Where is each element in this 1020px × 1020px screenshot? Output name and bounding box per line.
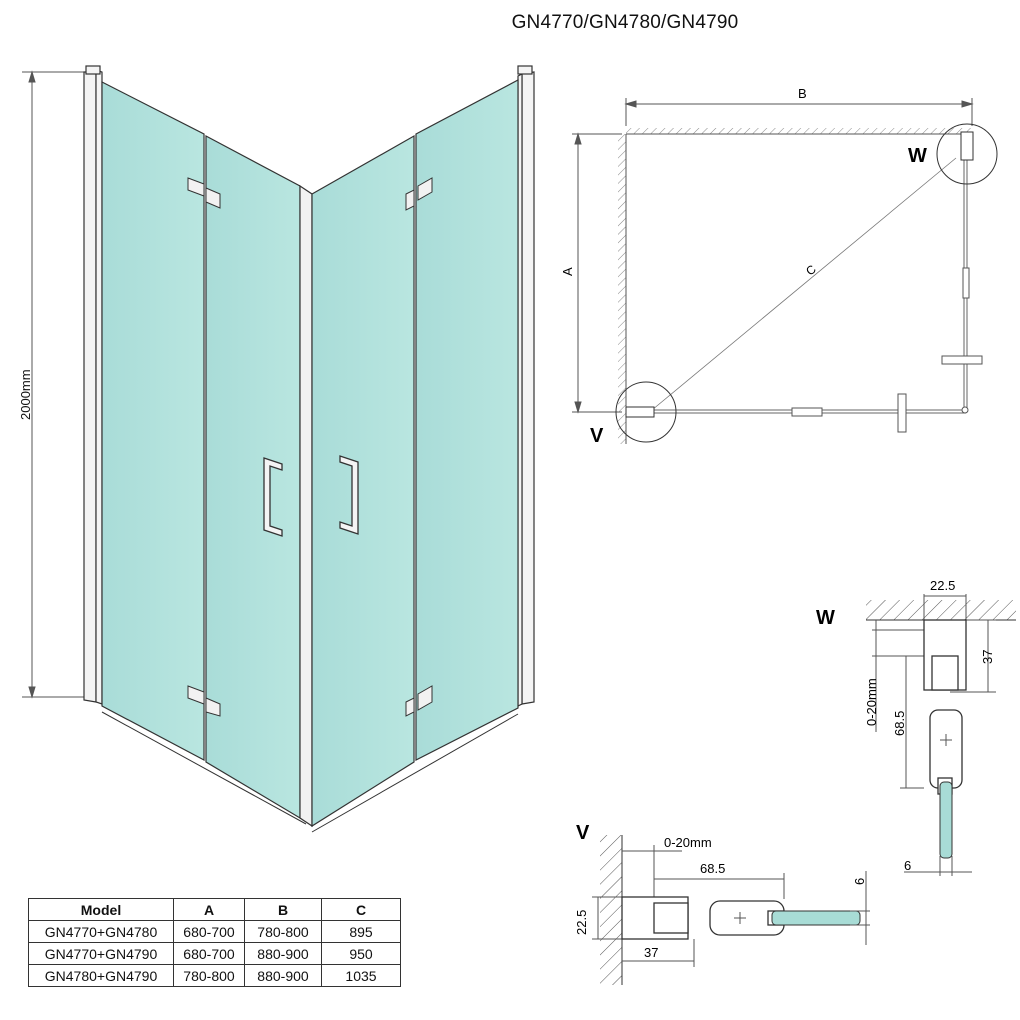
side-wall bbox=[618, 134, 626, 444]
right-door-handle-icon bbox=[339, 455, 359, 535]
detail-w-profile-icon bbox=[960, 131, 974, 161]
elevation-view: 2000mm bbox=[18, 65, 535, 833]
w-depth-dimension bbox=[900, 655, 924, 789]
v-offset-label: 37 bbox=[644, 945, 658, 960]
table-row: GN4780+GN4790 780-800 880-900 1035 bbox=[28, 964, 401, 987]
w-offset-label: 37 bbox=[980, 650, 995, 664]
height-label: 2000mm bbox=[18, 369, 33, 420]
w-glass-dimension bbox=[904, 856, 972, 876]
hinge-upper-right-icon bbox=[405, 177, 433, 211]
v-profile-icon bbox=[621, 896, 785, 940]
detail-w-circle bbox=[936, 123, 998, 185]
table-row: GN4770+GN4780 680-700 780-800 895 bbox=[28, 920, 401, 943]
cell-a: 680-700 bbox=[173, 942, 245, 965]
diagonal-c bbox=[651, 157, 957, 411]
back-wall bbox=[626, 128, 972, 134]
left-door-glass bbox=[101, 81, 313, 828]
cell-c: 950 bbox=[321, 942, 401, 965]
drawing-title: GN4770/GN4780/GN4790 bbox=[511, 12, 739, 33]
v-glass-dimension bbox=[850, 871, 870, 945]
bottom-seal bbox=[101, 711, 519, 833]
label-b: B bbox=[798, 86, 807, 101]
label-a: A bbox=[560, 267, 575, 276]
header-model: Model bbox=[28, 898, 174, 921]
detail-v-marker: V bbox=[590, 425, 604, 447]
v-height-dimension bbox=[592, 896, 622, 940]
v-height-label: 22.5 bbox=[574, 910, 589, 935]
detail-v-view: V 0-20mm 68.5 22.5 6 37 bbox=[574, 822, 870, 985]
cell-a: 780-800 bbox=[173, 964, 245, 987]
cell-b: 880-900 bbox=[244, 964, 322, 987]
w-depth-label: 68.5 bbox=[892, 711, 907, 736]
cell-model: GN4770+GN4780 bbox=[28, 920, 174, 943]
w-offset-dimension bbox=[950, 619, 996, 693]
w-width-dimension bbox=[923, 594, 967, 620]
hinge-lower-right-icon bbox=[405, 685, 433, 717]
hinge-lower-left-icon bbox=[187, 685, 221, 717]
cell-model: GN4780+GN4790 bbox=[28, 964, 174, 987]
v-depth-label: 68.5 bbox=[700, 861, 725, 876]
header-b: B bbox=[244, 898, 322, 921]
v-glass bbox=[771, 910, 861, 926]
detail-v-profile-icon bbox=[625, 406, 655, 418]
detail-w-marker: W bbox=[908, 145, 927, 167]
v-glass-label: 6 bbox=[852, 878, 867, 885]
table-row: GN4770+GN4790 680-700 880-900 950 bbox=[28, 942, 401, 965]
detail-v-title: V bbox=[576, 822, 590, 844]
w-glass-label: 6 bbox=[904, 858, 911, 873]
detail-w-view: W 22.5 37 0-20mm 68.5 6 bbox=[816, 578, 1016, 876]
w-adjust-label: 0-20mm bbox=[864, 678, 879, 726]
w-profile-icon bbox=[923, 619, 967, 795]
spec-table-header: Model A B C bbox=[28, 898, 401, 921]
detail-w-title: W bbox=[816, 607, 835, 629]
detail-v-circle bbox=[615, 381, 677, 443]
height-dimension bbox=[22, 70, 84, 699]
right-wall-profile bbox=[517, 65, 535, 707]
v-adjust-dimension bbox=[622, 845, 682, 897]
dimension-b bbox=[624, 98, 974, 126]
w-width-label: 22.5 bbox=[930, 578, 955, 593]
enclosure-outline bbox=[626, 136, 968, 414]
v-adjust-label: 0-20mm bbox=[664, 835, 712, 850]
dimension-a bbox=[572, 132, 622, 414]
label-c: C bbox=[803, 262, 819, 279]
plan-hardware bbox=[791, 267, 983, 433]
cell-a: 680-700 bbox=[173, 920, 245, 943]
cell-b: 880-900 bbox=[244, 942, 322, 965]
cell-c: 1035 bbox=[321, 964, 401, 987]
left-wall-profile bbox=[83, 65, 103, 705]
cell-c: 895 bbox=[321, 920, 401, 943]
header-c: C bbox=[321, 898, 401, 921]
plan-view: B A C W V bbox=[560, 86, 998, 447]
w-glass bbox=[939, 781, 953, 859]
cell-b: 780-800 bbox=[244, 920, 322, 943]
v-depth-dimension bbox=[654, 873, 785, 899]
hinge-upper-left-icon bbox=[187, 177, 221, 209]
v-offset-dimension bbox=[622, 939, 695, 967]
left-door-handle-icon bbox=[263, 457, 283, 537]
spec-table: Model A B C GN4770+GN4780 680-700 780-80… bbox=[28, 898, 401, 987]
right-door-glass bbox=[311, 79, 519, 828]
cell-model: GN4770+GN4790 bbox=[28, 942, 174, 965]
header-a: A bbox=[173, 898, 245, 921]
